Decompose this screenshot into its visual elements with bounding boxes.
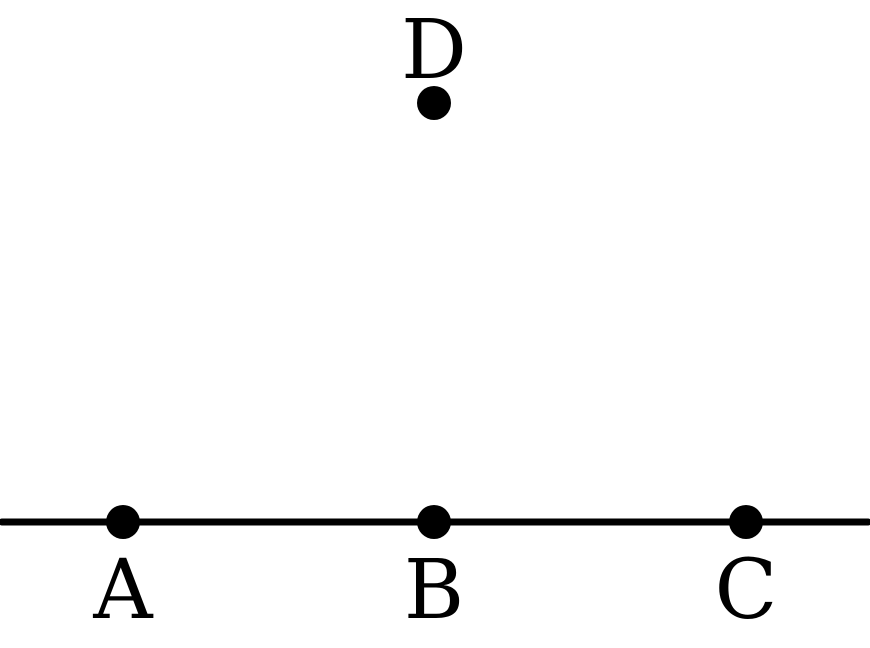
point-b — [417, 505, 451, 539]
point-a — [106, 505, 140, 539]
point-c — [729, 505, 763, 539]
label-d: D — [401, 3, 467, 98]
label-a: A — [92, 543, 154, 638]
point-d — [417, 86, 451, 120]
label-c: C — [715, 543, 778, 638]
label-b: B — [404, 543, 464, 638]
